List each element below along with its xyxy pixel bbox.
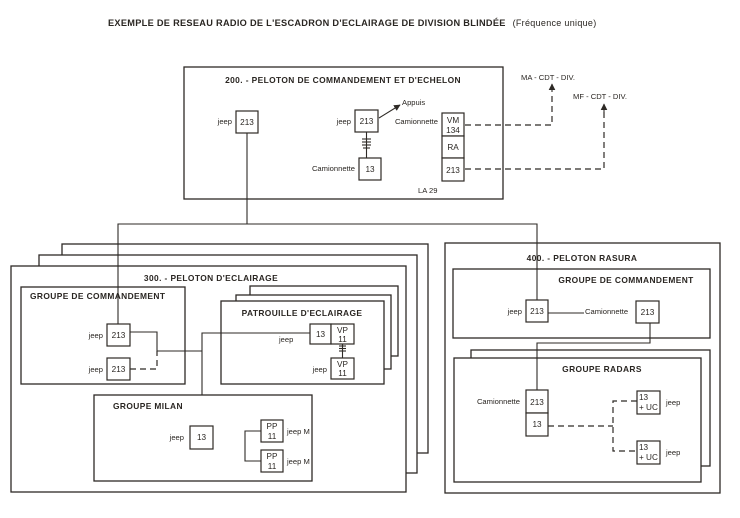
milan-jeep-radio-set: 13 bbox=[197, 433, 207, 442]
trunk-to-p300 bbox=[117, 133, 248, 324]
la29-caption: LA 29 bbox=[418, 186, 437, 195]
appuis-arrow bbox=[378, 104, 401, 119]
p400-groupe-commandement-frame bbox=[452, 268, 711, 339]
diagram-subtitle: (Fréquence unique) bbox=[513, 18, 597, 28]
trunk-to-p400 bbox=[247, 223, 538, 300]
p300-groupe-commandement-frame bbox=[20, 286, 186, 385]
p400-gc-camionnette-radio-box bbox=[635, 300, 660, 324]
p300-gc-link bbox=[130, 331, 202, 352]
peloton-200-title: 200. - PELOTON DE COMMANDEMENT ET D'ECHE… bbox=[225, 75, 461, 85]
patrouille-title: PATROUILLE D'ECLAIRAGE bbox=[242, 308, 363, 318]
radars-jeep1-label: jeep bbox=[665, 398, 680, 407]
radars-13-box bbox=[525, 412, 549, 437]
radars-213: 213 bbox=[530, 398, 544, 407]
patrouille-jeepa-13: 13 bbox=[316, 330, 326, 339]
vm134-line1: VM bbox=[447, 116, 459, 125]
p200-jeep2-radio-set: 213 bbox=[360, 117, 374, 126]
groupe-radars-frame bbox=[453, 357, 702, 483]
milan-jeep-radio-box bbox=[189, 425, 214, 450]
patrouille-jeepa-label: jeep bbox=[278, 335, 293, 344]
milan-jeepm2-label: jeep M bbox=[286, 457, 310, 466]
ra-label: RA bbox=[447, 143, 459, 152]
p400-groupe-commandement-title: GROUPE DE COMMANDEMENT bbox=[558, 275, 694, 285]
mf-cdt-div-label: MF - CDT - DIV. bbox=[573, 92, 627, 101]
milan-jeep-label: jeep bbox=[169, 433, 184, 442]
p200-camionnette13-label: Camionnette bbox=[312, 164, 355, 173]
p300-gc-jeep1-radio-set: 213 bbox=[112, 331, 126, 340]
patrouille-jeepa-vp: VP bbox=[337, 326, 348, 335]
p200-jeep1-label: jeep bbox=[217, 117, 232, 126]
milan-jeepm1-pp: PP bbox=[267, 422, 278, 431]
patrouille-jeepb-vp: VP bbox=[337, 360, 348, 369]
patrouille-jeepb-label: jeep bbox=[312, 365, 327, 374]
radars-jeep1-uc: + UC bbox=[639, 403, 658, 412]
p200-camionnette-stack-label: Camionnette bbox=[395, 117, 438, 126]
p300-gc-jeep1-label: jeep bbox=[88, 331, 103, 340]
p300-gc-jeep2-label: jeep bbox=[88, 365, 103, 374]
patrouille-jeepb-11: 11 bbox=[338, 369, 347, 378]
milan-jeepm2-11: 11 bbox=[268, 462, 277, 471]
stack-213-box bbox=[441, 157, 465, 182]
radars-jeep2-label: jeep bbox=[665, 448, 680, 457]
radars-13: 13 bbox=[532, 420, 542, 429]
patrouille-jeepb-vp11-box bbox=[330, 357, 355, 380]
patrouille-frame bbox=[220, 300, 385, 385]
p200-jeep2-label: jeep bbox=[336, 117, 351, 126]
milan-jeepm1-11: 11 bbox=[268, 432, 277, 441]
p300-gc-jeep2-radio-set: 213 bbox=[112, 365, 126, 374]
p400-radar-link bbox=[536, 323, 651, 390]
groupe-radars-title: GROUPE RADARS bbox=[562, 364, 642, 374]
diagram-title: EXEMPLE DE RESEAU RADIO DE L'ESCADRON D'… bbox=[108, 17, 597, 28]
p400-gc-camionnette-radio-set: 213 bbox=[641, 308, 655, 317]
milan-jeepm1-label: jeep M bbox=[286, 427, 310, 436]
p200-camionnette13-radio-set: 13 bbox=[365, 165, 375, 174]
radars-dashed-branch bbox=[612, 400, 637, 452]
appuis-label: Appuis bbox=[402, 98, 425, 107]
radars-camionnette-label: Camionnette bbox=[477, 397, 520, 406]
patrouille-jeepa-11: 11 bbox=[338, 335, 347, 344]
milan-jeepm2-pp: PP bbox=[267, 452, 278, 461]
p200-camionnette13-radio-box bbox=[358, 157, 382, 181]
wire-hatch-icon bbox=[339, 345, 346, 352]
ma-cdt-div-label: MA - CDT - DIV. bbox=[521, 73, 575, 82]
radars-jeep1-13: 13 bbox=[639, 393, 649, 402]
peloton-400-title: 400. - PELOTON RASURA bbox=[527, 253, 638, 263]
vm134-line2: 134 bbox=[446, 126, 460, 135]
radars-jeep2-uc: + UC bbox=[639, 453, 658, 462]
wire-hatch-icon bbox=[362, 138, 371, 149]
p400-gc-jeep-radio-set: 213 bbox=[530, 307, 544, 316]
p400-gc-camionnette-label: Camionnette bbox=[585, 307, 628, 316]
radars-jeep2-box bbox=[636, 440, 661, 465]
stack-213-label: 213 bbox=[446, 166, 460, 175]
radars-jeep1-box bbox=[636, 390, 661, 415]
milan-pp11-link bbox=[244, 430, 261, 462]
p300-groupe-commandement-title: GROUPE DE COMMANDEMENT bbox=[30, 291, 166, 301]
groupe-milan-title: GROUPE MILAN bbox=[113, 401, 183, 411]
p200-jeep1-radio-set: 213 bbox=[240, 118, 254, 127]
p400-gc-jeep-label: jeep bbox=[507, 307, 522, 316]
peloton-300-title: 300. - PELOTON D'ECLAIRAGE bbox=[144, 273, 278, 283]
radars-jeep2-13: 13 bbox=[639, 443, 649, 452]
